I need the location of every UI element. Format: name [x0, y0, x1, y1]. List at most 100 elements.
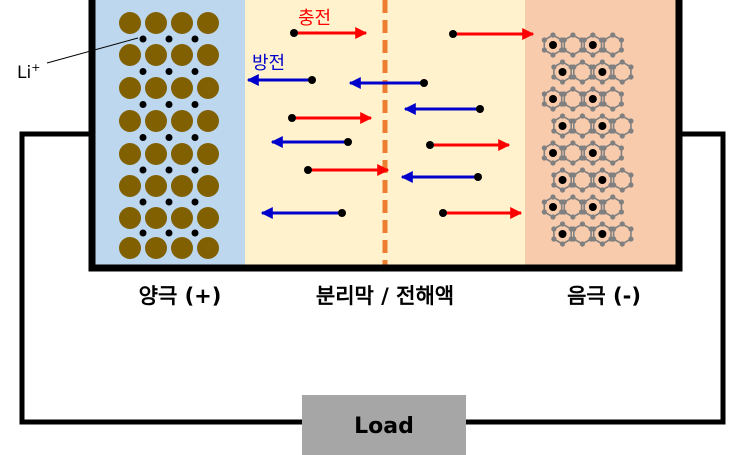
carbon-atom [611, 64, 617, 70]
carbon-atom [571, 236, 577, 242]
carbon-atom [599, 187, 605, 193]
carbon-atom [579, 59, 586, 65]
carbon-atom [581, 209, 587, 215]
carbon-atom [601, 155, 607, 161]
carbon-atom [561, 155, 567, 161]
li-ion-dot [191, 229, 199, 237]
carbon-atom [590, 52, 596, 58]
carbon-atom [550, 86, 556, 92]
carbon-atom [628, 226, 634, 232]
li-ion-dot [139, 35, 147, 43]
carbon-atom [579, 79, 586, 85]
carbon-atom [571, 118, 577, 124]
carbon-atom [618, 155, 625, 161]
carbon-atom [628, 118, 634, 124]
carbon-atom [541, 145, 547, 151]
carbon-atom [599, 59, 605, 65]
carbon-atom [559, 113, 566, 119]
carbon-atom [619, 79, 625, 85]
li-ion-dot [165, 101, 173, 108]
carbon-atom [618, 47, 625, 53]
cathode-particle [145, 77, 167, 99]
cathode-particle [119, 207, 141, 229]
load-label: Load [354, 414, 414, 439]
carbon-atom [611, 74, 617, 80]
li-ion-dot [165, 134, 173, 141]
carbon-atom [561, 199, 567, 205]
li-ion-dot [139, 198, 147, 206]
carbon-atom [618, 199, 625, 205]
cathode-particle [171, 77, 193, 99]
anode-caption: 음극 (-) [567, 284, 641, 308]
carbon-atom [610, 160, 616, 166]
carbon-atom [570, 86, 576, 92]
carbon-atom [601, 145, 607, 151]
carbon-atom [610, 86, 616, 92]
li-ion-dot [558, 68, 567, 76]
carbon-atom [570, 32, 576, 38]
carbon-atom [601, 101, 607, 107]
li-ion-dot [588, 149, 597, 157]
carbon-atom [541, 37, 547, 43]
carbon-atom [618, 91, 625, 97]
cathode-particle [171, 12, 193, 34]
carbon-atom [610, 32, 616, 38]
cathode-region [92, 0, 245, 268]
li-ion-dot [598, 230, 607, 238]
li-ion-dot [558, 230, 567, 238]
carbon-atom [610, 52, 616, 58]
li-ion-dot [588, 41, 597, 49]
carbon-atom [551, 172, 557, 178]
cathode-particle [197, 110, 219, 132]
li-ion-dot [549, 149, 557, 157]
carbon-atom [541, 47, 547, 53]
cathode-particle [145, 143, 167, 165]
li-ion-dot [420, 79, 428, 87]
cathode-particle [145, 110, 167, 132]
li-ion-dot [598, 176, 607, 184]
li-ion-dot [139, 229, 147, 237]
separator-caption: 분리막 / 전해액 [316, 284, 454, 308]
carbon-atom [619, 133, 625, 139]
carbon-atom [590, 140, 596, 146]
carbon-atom [611, 128, 617, 134]
carbon-atom [579, 187, 586, 193]
carbon-atom [571, 172, 577, 178]
li-ion-dot [344, 138, 352, 146]
battery-casing [88, 0, 683, 272]
li-ion-dot [165, 229, 173, 237]
cathode-particle [197, 237, 219, 259]
carbon-atom [571, 226, 577, 232]
carbon-atom [559, 241, 566, 247]
carbon-atom [551, 128, 557, 134]
carbon-atom [570, 52, 576, 58]
carbon-atom [591, 182, 597, 188]
carbon-atom [559, 79, 566, 85]
cathode-particle [171, 237, 193, 259]
li-ion-dot [558, 176, 567, 184]
carbon-atom [611, 236, 617, 242]
carbon-atom [591, 74, 597, 80]
li-ion-dot [290, 29, 298, 37]
carbon-atom [590, 106, 596, 112]
carbon-atom [581, 91, 587, 97]
carbon-atom [591, 64, 597, 70]
carbon-atom [591, 172, 597, 178]
carbon-atom [551, 74, 557, 80]
carbon-atom [619, 59, 625, 65]
li-ion-dot [426, 141, 434, 149]
carbon-atom [561, 47, 567, 53]
carbon-atom [591, 236, 597, 242]
carbon-atom [571, 128, 577, 134]
cathode-particle [145, 175, 167, 197]
carbon-atom [628, 172, 634, 178]
li-ion-dot [165, 35, 173, 43]
carbon-atom [550, 214, 556, 220]
li-ion-dot [549, 203, 557, 211]
carbon-atom [559, 221, 566, 227]
carbon-atom [559, 133, 566, 139]
carbon-atom [601, 209, 607, 215]
li-ion-dot [588, 95, 597, 103]
carbon-atom [541, 209, 547, 215]
carbon-atom [581, 155, 587, 161]
